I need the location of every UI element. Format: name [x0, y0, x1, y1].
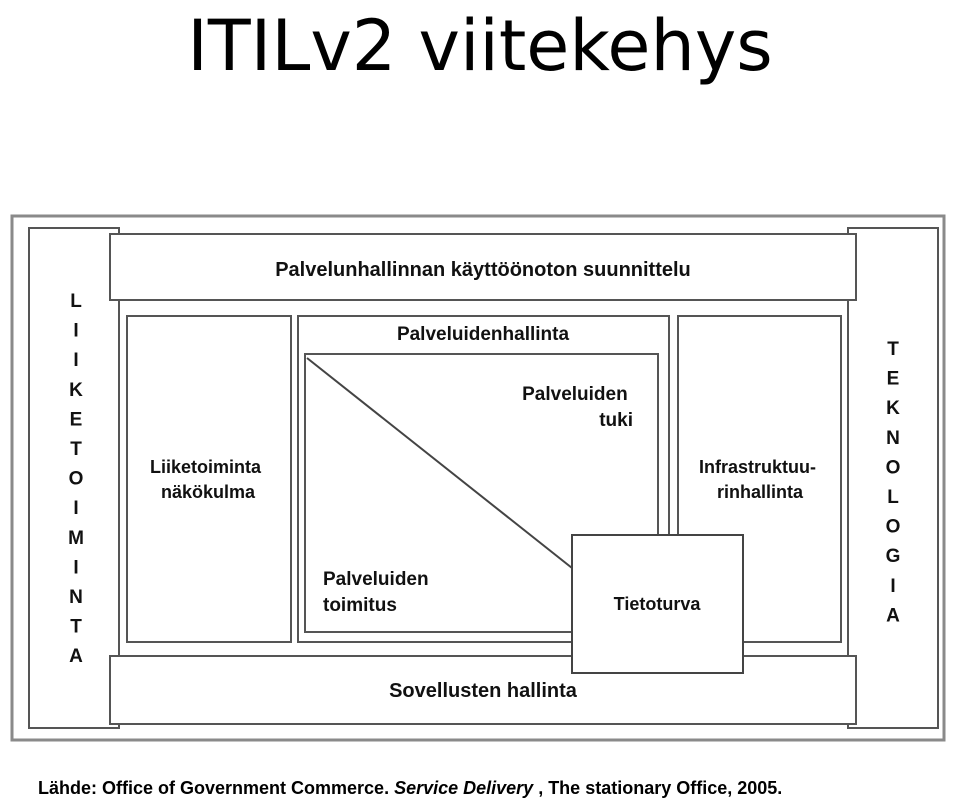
business-vertical-letter: I [73, 350, 78, 371]
source-prefix: Lähde: Office of Government Commerce. [38, 778, 395, 798]
infrastructure-line-1: Infrastruktuu- [699, 457, 816, 477]
technology-vertical-letter: E [887, 369, 900, 390]
business-vertical-letter: K [69, 380, 83, 401]
source-citation: Lähde: Office of Government Commerce. Se… [38, 776, 938, 800]
technology-vertical-letter: K [886, 398, 900, 419]
service-diagonal-divider [306, 357, 573, 569]
technology-vertical-letter: I [890, 576, 895, 597]
source-book-title: Service Delivery [394, 778, 534, 798]
technology-vertical-letter: G [886, 546, 901, 567]
service-delivery-line-2: toimitus [323, 595, 397, 616]
source-suffix: , The stationary Office, 2005. [533, 778, 783, 798]
business-vertical-letter: I [73, 321, 78, 342]
business-perspective-label: Liiketoiminta näkökulma [150, 457, 266, 502]
business-column [28, 227, 120, 729]
technology-column [847, 227, 939, 729]
service-support-line-1: Palveluiden [522, 384, 628, 405]
service-delivery-label: Palveluiden toimitus [323, 569, 434, 616]
business-vertical-letter: T [70, 617, 82, 638]
business-vertical-letter: M [68, 528, 84, 549]
business-vertical-letter: O [69, 469, 84, 490]
planning-bar [109, 233, 857, 301]
business-vertical-letter: L [70, 291, 82, 312]
service-support-line-2: tuki [599, 410, 633, 431]
service-management-title: Palveluidenhallinta [397, 324, 570, 345]
planning-label: Palvelunhallinnan käyttöönoton suunnitte… [275, 259, 691, 281]
business-vertical-letter: A [69, 646, 83, 667]
business-perspective-box [126, 315, 292, 643]
security-label: Tietoturva [614, 594, 702, 614]
business-vertical-letter: E [70, 409, 83, 430]
business-perspective-line-2: näkökulma [161, 482, 256, 502]
application-management-label: Sovellusten hallinta [389, 680, 578, 702]
business-perspective-line-1: Liiketoiminta [150, 457, 262, 477]
service-support-label: Palveluiden tuki [522, 384, 633, 431]
technology-vertical-letter: T [887, 339, 899, 360]
outer-frame [10, 214, 946, 742]
slide-title: ITILv2 viitekehys [187, 5, 773, 87]
technology-vertical-letter: O [886, 517, 901, 538]
technology-vertical-letter: N [886, 428, 900, 449]
business-vertical-letter: I [73, 557, 78, 578]
business-vertical-letter: T [70, 439, 82, 460]
technology-vertical-letter: A [886, 605, 900, 626]
technology-vertical-letter: L [887, 487, 899, 508]
business-vertical-letter: N [69, 587, 83, 608]
infrastructure-line-2: rinhallinta [717, 482, 804, 502]
service-delivery-line-1: Palveluiden [323, 569, 429, 590]
technology-vertical-letter: O [886, 457, 901, 478]
security-box [571, 534, 744, 674]
infrastructure-management-label: Infrastruktuu- rinhallinta [699, 457, 821, 502]
business-vertical-letter: I [73, 498, 78, 519]
